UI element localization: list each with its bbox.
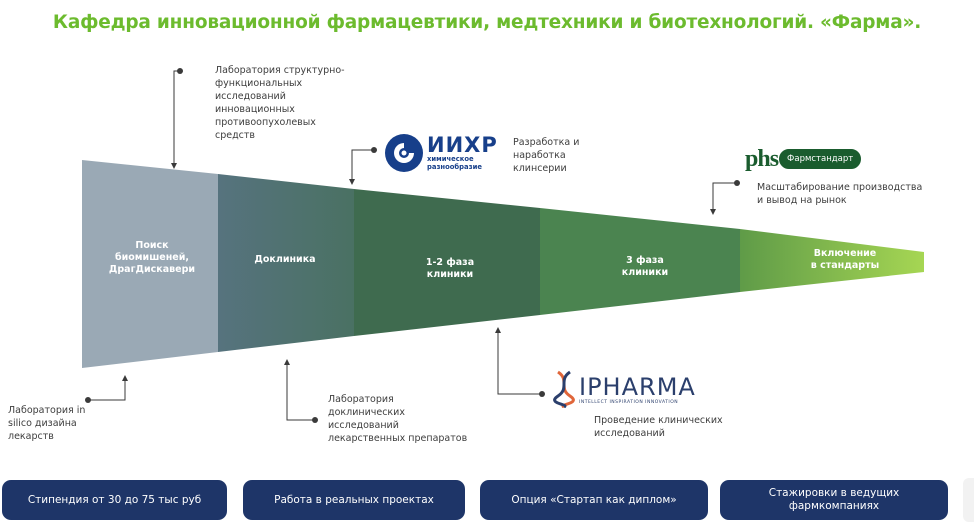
stage-preclinic: Доклиника [254, 254, 316, 265]
logo-pharmstandard-name: Фармстандарт [779, 149, 862, 169]
dna-helix-icon [553, 370, 575, 409]
startup-diploma-button[interactable]: Опция «Стартап как диплом» [480, 480, 708, 520]
note-preclinical-lab: Лаборатория доклинических исследований л… [328, 394, 468, 444]
funnel-segment-phase3 [540, 208, 740, 315]
logo-pharmstandard-mark: phs [745, 145, 779, 172]
stage-phase-1-2: 1-2 фаза клиники [425, 257, 475, 280]
note-pharmstandard: Масштабирование производства и вывод на … [757, 182, 923, 206]
funnel-segment-standards [740, 229, 924, 292]
logo-ipharma-title: IPHARMA [579, 372, 696, 401]
note-iihr: Разработка и наработка клинсерии [513, 137, 580, 174]
page-title: Кафедра инновационной фармацевтики, медт… [52, 12, 922, 33]
stage-phase-3: 3 фаза клиники [621, 255, 669, 278]
real-projects-button[interactable]: Работа в реальных проектах [243, 480, 465, 520]
note-ipharma: Проведение клинических исследований [594, 415, 723, 439]
note-in-silico: Лаборатория in silico дизайна лекарств [8, 405, 86, 442]
internships-button[interactable]: Стажировки в ведущих фармкомпаниях [720, 480, 948, 520]
stage-standards: Включение в стандарты [810, 248, 880, 271]
funnel-segment-preclinic [218, 174, 354, 352]
scholarship-button[interactable]: Стипендия от 30 до 75 тыс руб [2, 480, 227, 520]
logo-pharmstandard: phs Фармстандарт [745, 145, 862, 172]
stage-discovery: Поиск биомишеней, ДрагДискавери [108, 240, 196, 275]
note-lab-structural: Лаборатория структурно- функциональных и… [215, 65, 345, 141]
logo-ipharma-tagline: INTELLECT INSPIRATION INNOVATION [579, 399, 679, 405]
funnel-segment-phase12 [354, 189, 540, 336]
funnel-segment-discovery [82, 160, 218, 368]
logo-iihr-sub1: химическое [427, 155, 474, 163]
swirl-icon [385, 134, 423, 172]
corner-chip [963, 478, 974, 522]
logo-iihr-title: ИИХР [427, 133, 498, 157]
logo-iihr-sub2: разнообразие [427, 162, 482, 171]
logo-ipharma: IPHARMA INTELLECT INSPIRATION INNOVATION [553, 370, 696, 409]
logo-iihr: ИИХР химическое разнообразие [385, 134, 498, 172]
